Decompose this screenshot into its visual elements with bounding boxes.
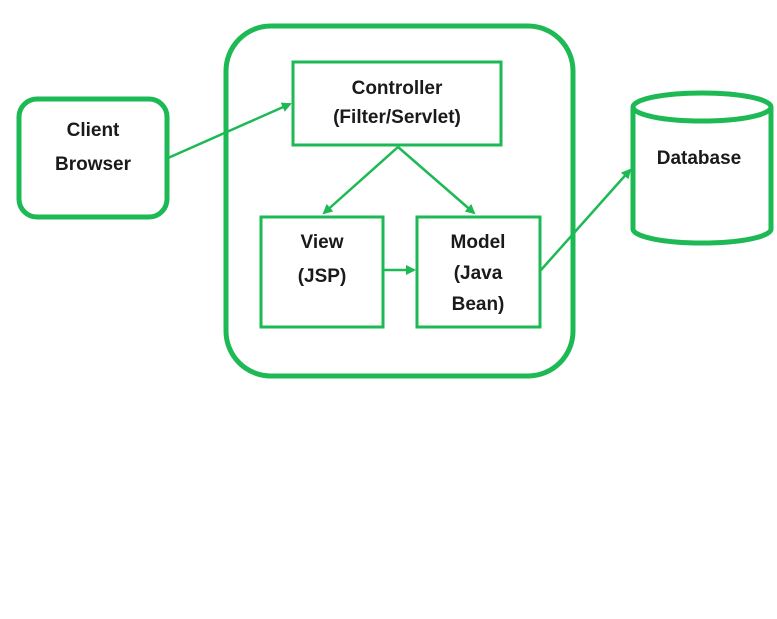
client-browser-box [16, 96, 170, 220]
arrow-client-to-controller [167, 102, 292, 160]
database-label: Database [657, 148, 742, 169]
database-cylinder-body [630, 107, 774, 246]
view-node: View (JSP) [259, 215, 385, 329]
controller-label-line1: Controller [352, 78, 443, 99]
model-label-line2: (Java [454, 263, 503, 284]
database-node: Database [630, 90, 774, 246]
arrow-controller-to-view [322, 146, 399, 215]
application-container [223, 23, 576, 379]
database-cylinder-top [630, 90, 774, 124]
controller-box [291, 60, 503, 147]
view-label-line1: View [301, 232, 344, 253]
model-label-line1: Model [451, 232, 506, 253]
model-node: Model (Java Bean) [415, 215, 542, 329]
model-label-line3: Bean) [452, 294, 505, 315]
model-box [415, 215, 542, 329]
client-browser-label-line1: Client [67, 120, 120, 141]
controller-node: Controller (Filter/Servlet) [291, 60, 503, 147]
arrow-controller-to-model [397, 146, 476, 215]
arrow-model-to-database [540, 168, 632, 271]
view-box [259, 215, 385, 329]
client-browser-label-line2: Browser [55, 154, 132, 175]
client-browser-node: Client Browser [16, 96, 170, 220]
view-label-line2: (JSP) [298, 266, 347, 287]
controller-label-line2: (Filter/Servlet) [333, 107, 461, 128]
